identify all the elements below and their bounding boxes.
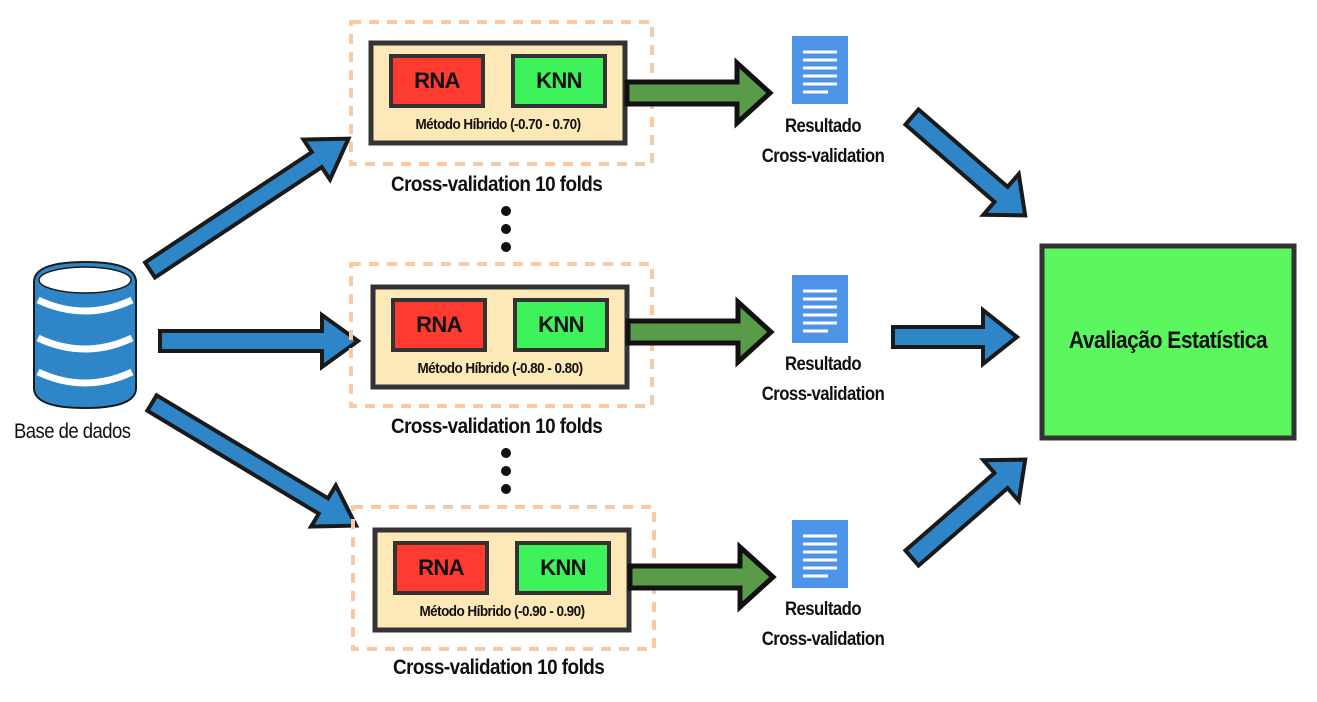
experiment-panel-2	[349, 262, 654, 408]
arrow-result2-to-final	[891, 305, 1021, 369]
hybrid-method-label: Método Híbrido (-0.90 - 0.90)	[419, 603, 585, 620]
cross-validation-label: Cross-validation 10 folds	[393, 656, 605, 679]
experiment-panel-3	[351, 505, 656, 651]
arrow-result1-to-final	[902, 106, 1028, 218]
arrow-db-to-top	[142, 136, 352, 281]
arrow-db-to-bottom	[144, 392, 360, 529]
final-evaluation-label: Avaliação Estatística	[1068, 327, 1268, 354]
database-label: Base de dados	[14, 420, 131, 443]
hybrid-method-label: Método Híbrido (-0.70 - 0.70)	[415, 116, 581, 133]
result-label: Resultado Cross-validation	[754, 350, 891, 410]
result-label-line2: Cross-validation	[761, 384, 885, 405]
hybrid-method-label: Método Híbrido (-0.80 - 0.80)	[417, 360, 583, 377]
arrow-panel1-to-result1	[624, 57, 774, 129]
model-b-label: KNN	[536, 68, 582, 93]
result-label: Resultado Cross-validation	[754, 595, 891, 655]
model-a-label: RNA	[418, 555, 464, 580]
document-icon	[792, 275, 848, 343]
document-icon	[792, 520, 848, 588]
result-label-line2: Cross-validation	[761, 629, 885, 650]
result-label-line2: Cross-validation	[761, 146, 885, 167]
cross-validation-label: Cross-validation 10 folds	[391, 415, 603, 438]
vertical-ellipsis-icon	[501, 206, 511, 252]
model-a-label: RNA	[414, 68, 460, 93]
arrow-db-to-middle	[158, 311, 362, 371]
vertical-ellipsis-icon	[501, 448, 511, 494]
database-icon	[33, 260, 137, 410]
model-b-label: KNN	[540, 555, 586, 580]
model-a-label: RNA	[416, 312, 462, 337]
arrow-panel3-to-result3	[627, 541, 777, 613]
arrow-result3-to-final	[902, 457, 1028, 569]
model-b-label: KNN	[538, 312, 584, 337]
cross-validation-label: Cross-validation 10 folds	[391, 173, 603, 196]
final-evaluation-box	[1039, 243, 1297, 441]
result-label-line1: Resultado	[784, 116, 862, 137]
arrow-panel2-to-result2	[625, 296, 775, 368]
document-icon	[792, 36, 848, 104]
result-label: Resultado Cross-validation	[754, 112, 891, 172]
result-label-line1: Resultado	[784, 599, 862, 620]
experiment-panel-1	[349, 20, 654, 166]
result-label-line1: Resultado	[784, 354, 862, 375]
